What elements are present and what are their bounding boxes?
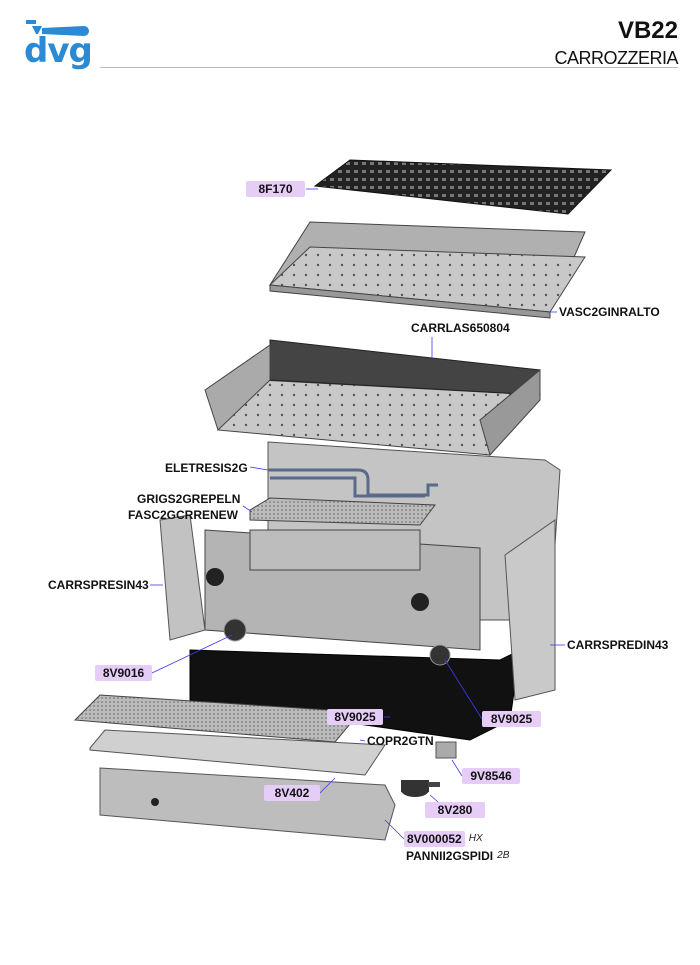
rail-frame-carrlas <box>204 339 542 457</box>
part-label-carrspresin43[interactable]: CARRSPRESIN43 <box>48 578 149 592</box>
cup-tray-vasc <box>268 221 586 319</box>
part-label-carrlas650804[interactable]: CARRLAS650804 <box>411 321 510 335</box>
steam-knobs <box>206 568 451 666</box>
part-tag-8V9025-left[interactable]: 8V9025 <box>327 709 383 725</box>
drip-tray-8V402 <box>89 729 386 776</box>
part-tag-8V9025-right[interactable]: 8V9025 <box>482 711 541 727</box>
part-row-8V000052: 8V000052 HX <box>404 831 483 847</box>
cylinder-9V8546 <box>435 741 457 759</box>
cup-grid-8F170 <box>313 159 613 215</box>
part-label-grigs2grepeln[interactable]: GRIGS2GREPELN <box>137 492 241 506</box>
front-panel-8V000052 <box>99 767 396 841</box>
part-label-copr2gtn[interactable]: COPR2GTN <box>367 734 434 748</box>
part-tag-9V8546[interactable]: 9V8546 <box>462 768 520 784</box>
part-tag-8V280[interactable]: 8V280 <box>425 802 485 818</box>
part-tag-8V000052[interactable]: 8V000052 <box>404 831 465 847</box>
part-label-pannii2gspidi[interactable]: PANNII2GSPIDI <box>406 849 494 863</box>
part-label-vasc2ginralto[interactable]: VASC2GINRALTO <box>559 305 660 319</box>
right-side-panel <box>504 519 556 701</box>
heating-element <box>268 468 438 498</box>
part-tag-8F170[interactable]: 8F170 <box>246 181 305 197</box>
model-title: VB22 <box>617 17 678 44</box>
part-tag-8V9016[interactable]: 8V9016 <box>95 665 152 681</box>
filter-holder-8V280 <box>401 780 440 797</box>
variant-2b: 2B <box>497 850 510 861</box>
part-label-eletresis2g[interactable]: ELETRESIS2G <box>165 461 248 475</box>
leader-lines <box>150 188 565 840</box>
left-side-panel <box>159 514 206 641</box>
header-divider <box>100 67 678 68</box>
part-row-pannii2gspidi: PANNII2GSPIDI 2B <box>406 849 509 863</box>
variant-hx: HX <box>468 833 483 844</box>
portafilter-logo-icon <box>26 20 89 36</box>
dvg-logo <box>22 14 102 84</box>
section-title: CARROZZERIA <box>554 48 678 68</box>
part-tag-8V402[interactable]: 8V402 <box>264 785 320 801</box>
part-label-carrspredin43[interactable]: CARRSPREDIN43 <box>567 638 669 652</box>
drip-grille <box>249 497 436 526</box>
part-label-fasc2gcrrenew[interactable]: FASC2GCRRENEW <box>128 508 239 522</box>
machine-body <box>189 441 561 741</box>
logo-text: dvg <box>24 31 93 71</box>
